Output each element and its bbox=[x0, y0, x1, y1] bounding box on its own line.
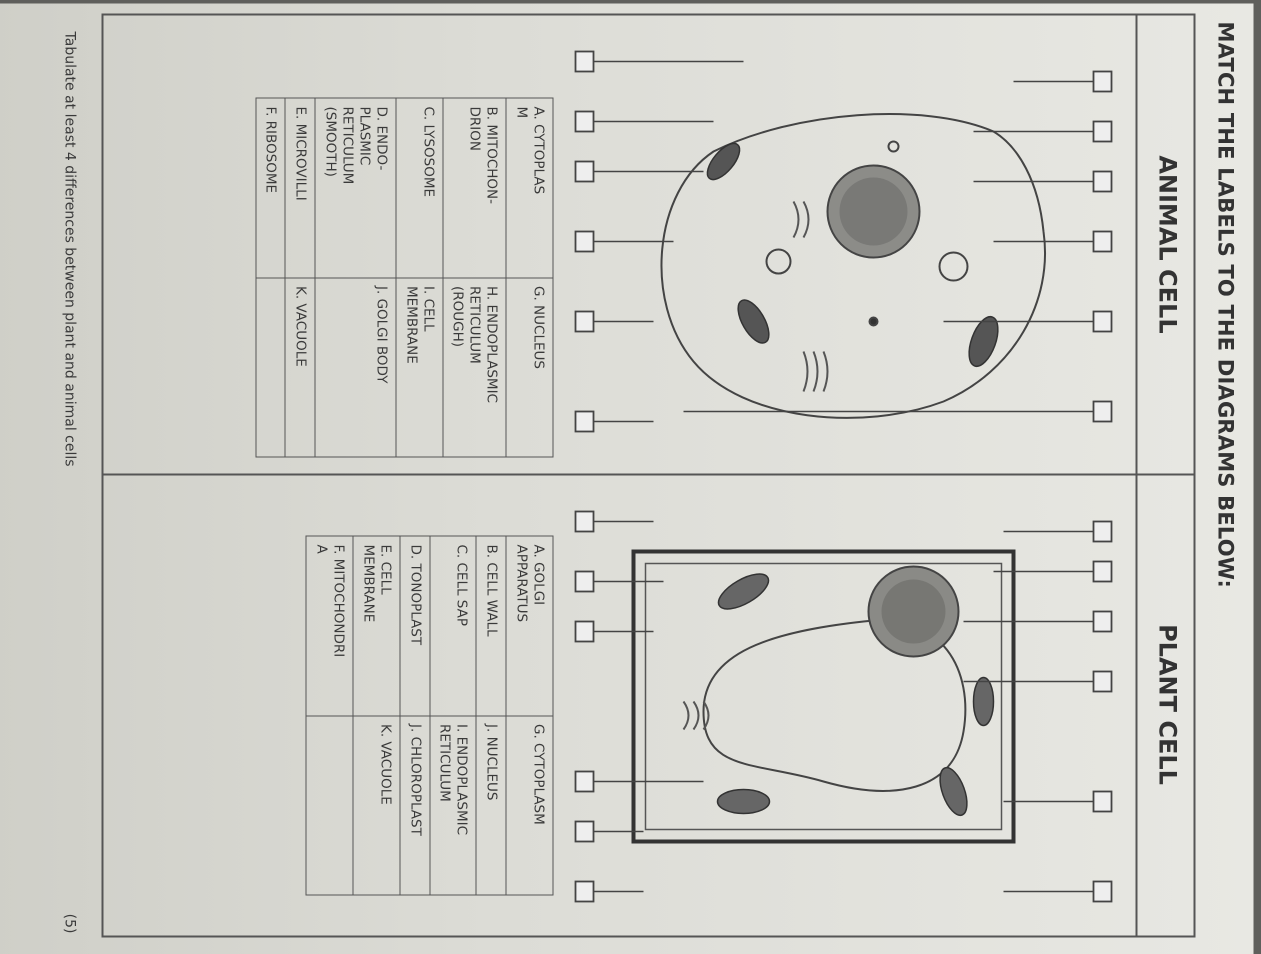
option-cell: J. GOLGI BODY bbox=[315, 277, 396, 457]
nucleus-icon bbox=[867, 565, 960, 658]
option-cell: F. MITOCHONDRI A bbox=[306, 536, 353, 716]
option-cell: A. CYTOPLAS M bbox=[506, 98, 553, 278]
option-cell: K. VACUOLE bbox=[285, 277, 316, 457]
option-cell: G. CYTOPLASM bbox=[506, 715, 553, 895]
label-boxes bbox=[574, 50, 1113, 433]
nucleus-icon bbox=[826, 164, 921, 259]
option-row: F. MITOCHONDRI A bbox=[306, 536, 353, 895]
option-cell: E. CELL MEMBRANE bbox=[353, 536, 400, 716]
marks-label: (5) bbox=[61, 913, 78, 934]
column-divider bbox=[103, 473, 1194, 476]
option-cell: D. TONOPLAST bbox=[399, 536, 430, 716]
task-footer: Tabulate at least 4 differences between … bbox=[62, 32, 78, 934]
plant-cell-diagram bbox=[564, 482, 1124, 928]
animal-cell-title: ANIMAL CELL bbox=[1153, 155, 1182, 334]
chloroplast-icon bbox=[716, 573, 995, 817]
option-cell: C. LYSOSOME bbox=[395, 98, 443, 278]
option-cell: J. NUCLEUS bbox=[476, 715, 507, 895]
option-cell bbox=[255, 277, 286, 457]
vacuole-icon bbox=[702, 619, 967, 792]
worksheet-page: MATCH THE LABELS TO THE DIAGRAMS BELOW: … bbox=[0, 3, 1254, 954]
option-cell: I. ENDOPLASMIC RETICULUM bbox=[429, 715, 477, 895]
golgi-icon bbox=[682, 700, 710, 731]
option-row: F. RIBOSOME bbox=[255, 98, 286, 457]
option-cell: E. MICROVILLI bbox=[285, 98, 316, 278]
animal-cell-diagram bbox=[564, 22, 1124, 468]
option-cell: I. CELL MEMBRANE bbox=[395, 277, 443, 457]
header-rule bbox=[1135, 15, 1138, 936]
golgi-icon bbox=[792, 201, 829, 392]
instruction-heading: MATCH THE LABELS TO THE DIAGRAMS BELOW: bbox=[1213, 21, 1238, 589]
option-cell bbox=[306, 715, 353, 895]
label-boxes bbox=[574, 510, 1113, 903]
option-cell: C. CELL SAP bbox=[429, 536, 477, 716]
option-cell: B. MITOCHON- DRION bbox=[442, 98, 507, 278]
worksheet-frame: ANIMAL CELL PLANT CELL bbox=[101, 13, 1196, 938]
option-cell: F. RIBOSOME bbox=[255, 98, 286, 278]
mitochondrion-icon bbox=[706, 142, 999, 368]
option-cell: A. GOLGI APPARATUS bbox=[506, 536, 553, 716]
plant-cell-title: PLANT CELL bbox=[1153, 624, 1182, 785]
option-cell: H. ENDOPLASMIC RETICULUM (ROUGH) bbox=[442, 277, 507, 457]
option-cell: K. VACUOLE bbox=[353, 715, 400, 895]
task-text: Tabulate at least 4 differences between … bbox=[61, 31, 78, 467]
option-row: D. ENDO- PLASMIC RETICULUM (SMOOTH)J. GO… bbox=[315, 98, 396, 457]
option-cell: B. CELL WALL bbox=[476, 536, 507, 716]
option-cell: J. CHLOROPLAST bbox=[399, 715, 430, 895]
option-cell: G. NUCLEUS bbox=[506, 277, 553, 457]
option-cell: D. ENDO- PLASMIC RETICULUM (SMOOTH) bbox=[315, 98, 396, 278]
